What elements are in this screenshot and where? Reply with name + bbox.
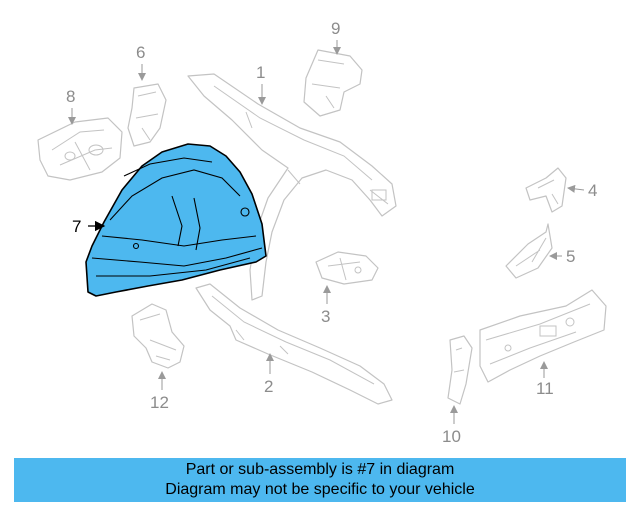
part-8[interactable] (37, 117, 123, 181)
callout-4: 4 (567, 181, 597, 200)
callout-7: 7 (72, 217, 106, 236)
part-1[interactable] (187, 73, 397, 301)
callout-1-label: 1 (256, 63, 265, 82)
part-10[interactable] (447, 335, 473, 405)
callout-3: 3 (321, 285, 331, 326)
part-9[interactable] (303, 49, 363, 117)
callout-3-label: 3 (321, 307, 330, 326)
part-11[interactable] (479, 289, 607, 383)
callout-9-label: 9 (331, 19, 340, 38)
callout-2-label: 2 (264, 377, 273, 396)
banner-line-2: Diagram may not be specific to your vehi… (165, 481, 475, 498)
callout-5-label: 5 (566, 247, 575, 266)
callout-12: 12 (150, 371, 169, 412)
callout-1: 1 (256, 63, 266, 105)
part-7-wheelhouse[interactable] (85, 143, 267, 297)
part-4[interactable] (525, 167, 567, 213)
parts-diagram: 8 6 1 9 3 2 (37, 19, 607, 446)
callout-6-label: 6 (136, 43, 145, 62)
callout-2: 2 (264, 353, 274, 396)
callout-8: 8 (66, 87, 76, 125)
callout-4-label: 4 (588, 181, 597, 200)
callout-12-label: 12 (150, 393, 169, 412)
part-2[interactable] (195, 283, 393, 405)
callout-8-label: 8 (66, 87, 75, 106)
callout-5: 5 (549, 247, 575, 266)
callout-10: 10 (442, 405, 461, 446)
callout-6: 6 (136, 43, 146, 81)
part-5[interactable] (505, 223, 553, 279)
part-3[interactable] (315, 251, 379, 285)
part-6[interactable] (127, 83, 167, 147)
callout-11-label: 11 (536, 379, 554, 398)
callout-11: 11 (536, 361, 554, 398)
part-12[interactable] (131, 303, 185, 369)
info-banner: Part or sub-assembly is #7 in diagram Di… (14, 458, 626, 502)
callout-9: 9 (331, 19, 341, 55)
callout-7-label: 7 (72, 217, 81, 236)
banner-line-1: Part or sub-assembly is #7 in diagram (185, 461, 455, 478)
callout-10-label: 10 (442, 427, 461, 446)
